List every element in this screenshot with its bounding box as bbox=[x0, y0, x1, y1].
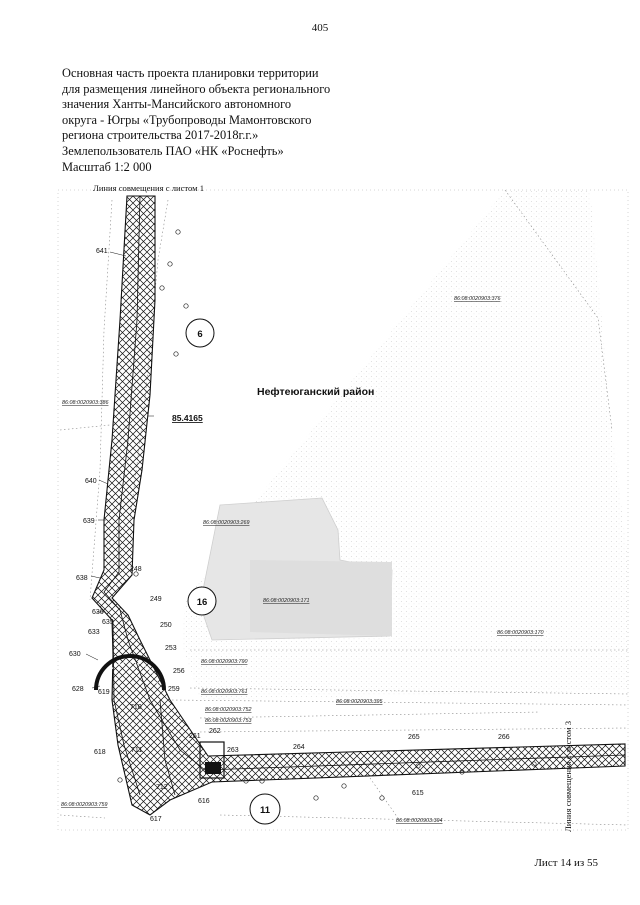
cadastral-number: 86:08:0020903:790 bbox=[201, 659, 247, 665]
circled-number-marks bbox=[185, 318, 281, 825]
circled-number: 16 bbox=[197, 597, 208, 608]
point-label: 259 bbox=[168, 686, 180, 693]
point-label: 618 bbox=[94, 749, 106, 756]
leader-lines bbox=[85, 251, 154, 689]
cadastral-number: 86:08:0020903:752 bbox=[205, 707, 251, 713]
cadastral-number: 86:08:0020903:753 bbox=[205, 718, 251, 724]
point-label: 641 bbox=[96, 248, 108, 255]
header-line: Землепользователь ПАО «НК «Роснефть» bbox=[62, 143, 284, 158]
point-label: 253 bbox=[165, 645, 177, 652]
boundary-code: 85.4165 bbox=[172, 413, 203, 423]
point-label: 265 bbox=[408, 734, 420, 741]
cadastral-number: 86:08:0020903:395 bbox=[336, 699, 383, 705]
cadastral-number: 86:08:0020903:376 bbox=[454, 296, 500, 302]
sheet-label: Лист 14 из 55 bbox=[534, 857, 598, 869]
point-label: 640 bbox=[85, 478, 97, 485]
point-label: 628 bbox=[72, 686, 84, 693]
cadastral-number: 86:08:0020903:171 bbox=[263, 598, 309, 604]
point-label: 712 bbox=[156, 784, 168, 791]
cadastral-number: 86:08:0020903:759 bbox=[61, 802, 107, 808]
region-label: Нефтеюганский район bbox=[257, 386, 374, 398]
point-label: 615 bbox=[412, 790, 424, 797]
circled-number: 11 bbox=[260, 805, 271, 816]
facility-square bbox=[199, 741, 225, 779]
point-label: 249 bbox=[150, 596, 162, 603]
scale-label: Масштаб 1:2 000 bbox=[62, 159, 152, 174]
header-line: округа - Югры «Трубопроводы Мамонтовског… bbox=[62, 112, 312, 127]
point-label: 248 bbox=[130, 566, 142, 573]
pipeline-corridor bbox=[91, 195, 626, 816]
point-label: 619 bbox=[98, 689, 110, 696]
map-frame bbox=[57, 189, 629, 831]
crossing-arc bbox=[94, 654, 166, 691]
point-label: 710 bbox=[130, 704, 142, 711]
point-label: 630 bbox=[69, 651, 81, 658]
header-line: значения Ханты-Мансийского автономного bbox=[62, 97, 292, 112]
seam-label-right: Линия совмещения с листом 3 bbox=[563, 721, 573, 832]
parcel-building bbox=[250, 560, 392, 636]
project-header: Основная часть проекта планировки террит… bbox=[62, 66, 382, 175]
point-label: 635 bbox=[102, 619, 114, 626]
point-label: 638 bbox=[76, 575, 88, 582]
point-label: 262 bbox=[209, 728, 221, 735]
point-label: 263 bbox=[227, 747, 239, 754]
cadastral-number: 86:08:0020903:394 bbox=[396, 818, 442, 824]
point-label: 617 bbox=[150, 816, 162, 823]
point-label: 616 bbox=[198, 798, 210, 805]
cadastral-number: 86:08:0020903:386 bbox=[62, 400, 108, 406]
point-label: 636 bbox=[92, 609, 104, 616]
cadastral-number: 86:08:0020903:170 bbox=[497, 630, 543, 636]
point-label: 633 bbox=[88, 629, 100, 636]
point-label: 261 bbox=[189, 733, 201, 740]
header-line: для размещения линейного объекта региона… bbox=[62, 81, 331, 96]
header-line: Основная часть проекта планировки террит… bbox=[62, 66, 319, 80]
header-line: региона строительства 2017-2018г.г.» bbox=[62, 128, 259, 143]
parcel-boundaries bbox=[59, 189, 629, 826]
cadastral-number: 86:08:0020903:761 bbox=[201, 689, 247, 695]
point-label: 639 bbox=[83, 518, 95, 525]
seam-label-top: Линия совмещения с листом 1 bbox=[93, 183, 204, 193]
point-label: 711 bbox=[131, 747, 142, 754]
picket-circles bbox=[117, 229, 537, 801]
cadastral-number: 86:08:0020903:269 bbox=[203, 520, 249, 526]
point-label: 250 bbox=[160, 622, 172, 629]
point-label: 264 bbox=[293, 744, 305, 751]
circled-number: 6 bbox=[197, 329, 202, 340]
page-number: 405 bbox=[311, 22, 329, 34]
point-label: 256 bbox=[173, 668, 185, 675]
point-label: 266 bbox=[498, 734, 510, 741]
facility-marker bbox=[205, 762, 221, 774]
